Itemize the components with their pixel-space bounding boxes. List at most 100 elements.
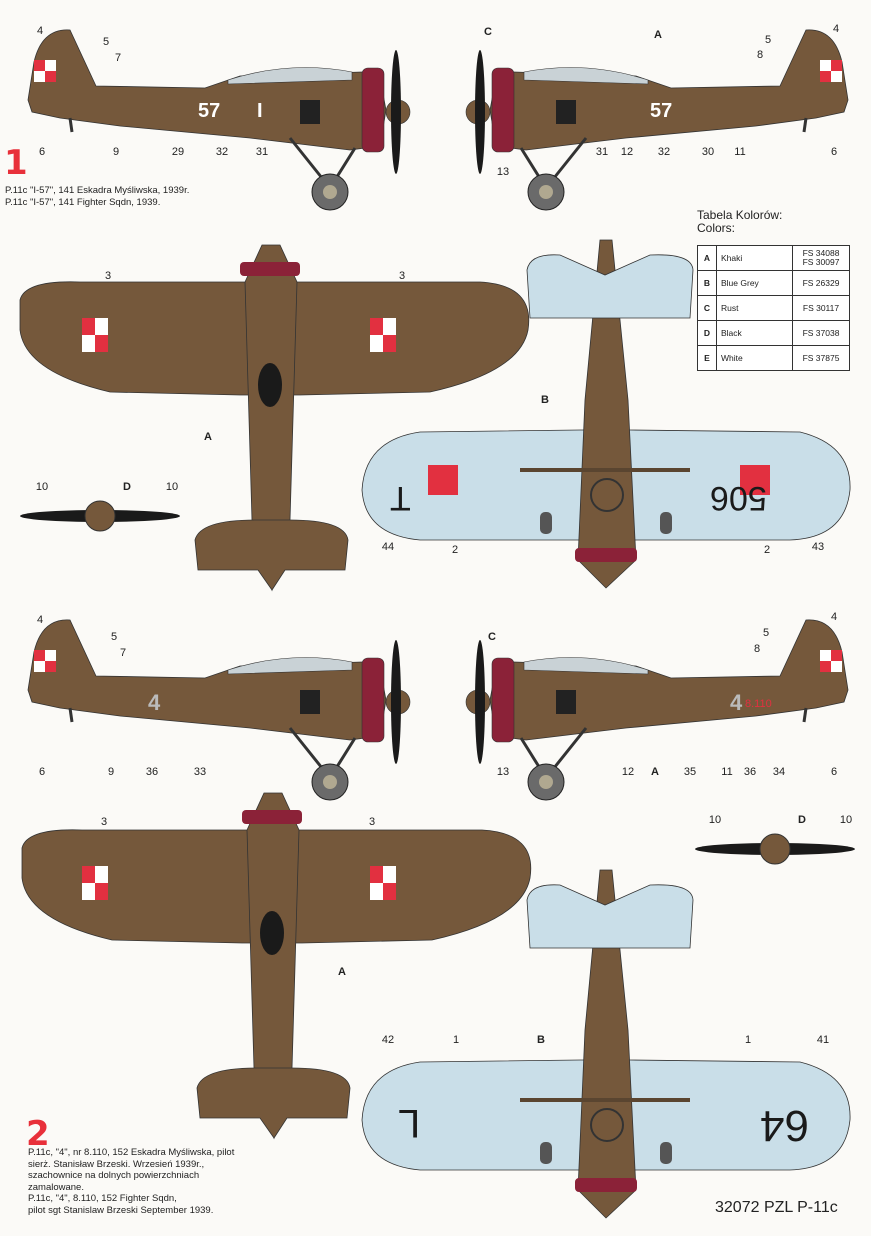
callout: 3 bbox=[104, 270, 112, 282]
callout: A bbox=[338, 966, 346, 978]
callout: 41 bbox=[816, 1034, 830, 1046]
color-fs: FS 37038 bbox=[792, 320, 850, 346]
color-name: White bbox=[716, 345, 793, 371]
color-letter: C bbox=[697, 295, 717, 321]
color-letter: E bbox=[697, 345, 717, 371]
caption-line: zamalowane. bbox=[28, 1181, 84, 1193]
propeller-scheme1 bbox=[19, 500, 181, 532]
callout: 10 bbox=[35, 481, 49, 493]
callout: 11 bbox=[734, 146, 746, 158]
callout: 31 bbox=[595, 146, 609, 158]
callout: A bbox=[651, 766, 659, 778]
caption-scheme2: P.11c, "4", nr 8.110, 152 Eskadra Myśliw… bbox=[28, 1147, 234, 1216]
color-name: Rust bbox=[716, 295, 793, 321]
side-letter-marking: I bbox=[257, 100, 263, 122]
callout: 5 bbox=[764, 34, 772, 46]
legend-title: Tabela Kolorów: Colors: bbox=[697, 209, 782, 235]
callout: 4 bbox=[36, 25, 44, 37]
callout: C bbox=[488, 631, 496, 643]
under-letter-marking-2: L bbox=[398, 1101, 421, 1145]
color-fs: FS 37875 bbox=[792, 345, 850, 371]
color-letter: B bbox=[697, 270, 717, 296]
callout: D bbox=[123, 481, 131, 493]
callout: 5 bbox=[102, 36, 110, 48]
callout: 9 bbox=[107, 766, 115, 778]
callout: A bbox=[204, 431, 212, 443]
callout: 36 bbox=[743, 766, 757, 778]
callout: 12 bbox=[621, 766, 635, 778]
callout: 5 bbox=[110, 631, 118, 643]
side-code-marking-right: 57 bbox=[650, 100, 673, 122]
callout: B bbox=[537, 1034, 545, 1046]
color-name: Black bbox=[716, 320, 793, 346]
callout: 4 bbox=[830, 611, 838, 623]
caption-line: szachownice na dolnych powierzchniach bbox=[28, 1170, 200, 1181]
callout: 7 bbox=[119, 647, 127, 659]
caption-scheme1: P.11c "I-57", 141 Eskadra Myśliwska, 193… bbox=[5, 185, 189, 208]
callout: 10 bbox=[839, 814, 853, 826]
callout: 32 bbox=[215, 146, 229, 158]
caption-line: pilot sgt Stanislaw Brzeski September 19… bbox=[28, 1204, 214, 1216]
callout: 8 bbox=[756, 49, 764, 61]
callout: 2 bbox=[763, 544, 771, 556]
color-letter: D bbox=[697, 320, 717, 346]
callout: 6 bbox=[830, 146, 838, 158]
callout: 2 bbox=[451, 544, 459, 556]
callout: 10 bbox=[708, 814, 722, 826]
callout: 3 bbox=[368, 816, 376, 828]
callout: C bbox=[484, 26, 492, 38]
callout: D bbox=[798, 814, 806, 826]
callout: 35 bbox=[683, 766, 697, 778]
callout: 4 bbox=[36, 614, 44, 626]
callout: 4 bbox=[832, 23, 840, 35]
color-fs: FS 30117 bbox=[792, 295, 850, 321]
callout: 44 bbox=[381, 541, 395, 553]
caption-en: P.11c "I-57", 141 Fighter Sqdn, 1939. bbox=[5, 196, 161, 208]
legend-title-en: Colors: bbox=[697, 221, 736, 235]
side-view-left-scheme2 bbox=[26, 618, 412, 802]
caption-line: sierż. Stanisław Brzeski. Wrzesień 1939r… bbox=[28, 1158, 205, 1170]
product-code: 32072 PZL P-11c bbox=[715, 1199, 838, 1216]
serial-marking: 8.110 bbox=[745, 698, 772, 710]
callout: 6 bbox=[830, 766, 838, 778]
color-fs: FS 26329 bbox=[792, 270, 850, 296]
callout: B bbox=[541, 394, 549, 406]
callout: 31 bbox=[255, 146, 269, 158]
color-fs: FS 34088 FS 30097 bbox=[792, 245, 850, 271]
callout: 34 bbox=[772, 766, 786, 778]
scheme-number-2: 2 bbox=[26, 1114, 50, 1154]
color-name: Khaki bbox=[716, 245, 793, 271]
caption-line: P.11c, "4", nr 8.110, 152 Eskadra Myśliw… bbox=[28, 1147, 235, 1158]
side-code-marking: 57 bbox=[198, 100, 221, 122]
callout: 12 bbox=[620, 146, 634, 158]
callout: 29 bbox=[171, 146, 185, 158]
under-code-marking: 506 bbox=[710, 479, 767, 517]
callout: 33 bbox=[193, 766, 207, 778]
callout: 11 bbox=[721, 766, 733, 778]
callout: 1 bbox=[452, 1034, 460, 1046]
callout: 5 bbox=[762, 627, 770, 639]
caption-pl: P.11c "I-57", 141 Eskadra Myśliwska, 193… bbox=[5, 185, 190, 196]
callout: 7 bbox=[114, 52, 122, 64]
callout: 8 bbox=[753, 643, 761, 655]
legend-title-pl: Tabela Kolorów: bbox=[697, 208, 783, 222]
under-letter-marking: T bbox=[390, 479, 411, 517]
color-name: Blue Grey bbox=[716, 270, 793, 296]
callout: 3 bbox=[398, 270, 406, 282]
callout: 13 bbox=[496, 766, 510, 778]
callout: A bbox=[654, 29, 662, 41]
callout: 36 bbox=[145, 766, 159, 778]
callout: 10 bbox=[165, 481, 179, 493]
side-code-marking-2: 4 bbox=[148, 690, 161, 715]
under-code-marking-2: 64 bbox=[760, 1101, 809, 1150]
callout: 1 bbox=[744, 1034, 752, 1046]
callout: 30 bbox=[701, 146, 715, 158]
callout: 9 bbox=[112, 146, 120, 158]
caption-line: P.11c, "4", 8.110, 152 Fighter Sqdn, bbox=[28, 1193, 177, 1204]
